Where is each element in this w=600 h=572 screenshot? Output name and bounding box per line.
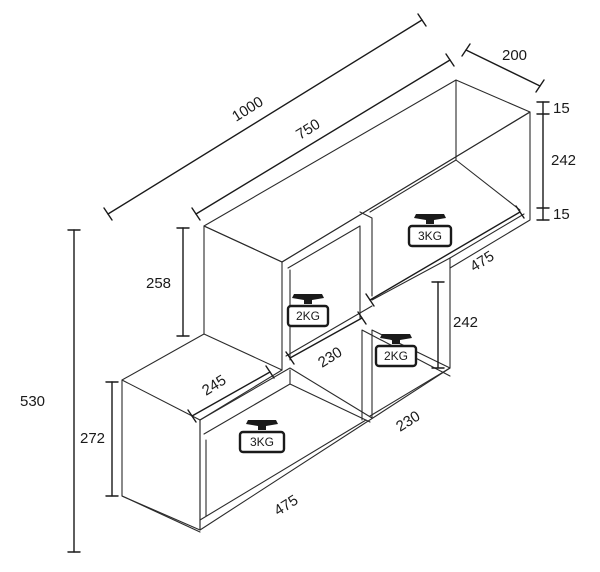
top-box-front-face <box>281 111 531 269</box>
dim-bottom-width: 475 <box>271 492 301 520</box>
dim-depth: 200 <box>502 47 527 64</box>
weight-icon-bottom: 3KG <box>238 420 286 454</box>
bottom-box-front-face <box>199 329 451 531</box>
dim-top-inner-width: 475 <box>467 248 497 276</box>
dim-lower-left-width: 245 <box>199 372 229 400</box>
dimension-labels: 1000 750 200 15 242 15 475 258 230 242 2… <box>20 47 576 519</box>
weight-label-bottom: 3KG <box>250 435 274 449</box>
bottom-box-top-face <box>121 333 283 421</box>
weight-icon-middle-left: 2KG <box>286 294 330 328</box>
weight-label-middle-left: 2KG <box>296 309 320 323</box>
dim-lower-mid-width: 230 <box>393 408 423 436</box>
dim-middle-height: 242 <box>453 314 478 331</box>
weight-label-top: 3KG <box>418 229 442 243</box>
dim-top-height: 242 <box>551 152 576 169</box>
weight-label-middle-right: 2KG <box>384 349 408 363</box>
dim-total-width: 1000 <box>229 93 266 125</box>
weight-icon-middle-right: 2KG <box>374 334 418 368</box>
dim-total-height: 530 <box>20 393 45 410</box>
dim-bottom-board: 15 <box>553 206 570 223</box>
weight-icon-top: 3KG <box>407 214 453 248</box>
dim-upper-left-height: 258 <box>146 275 171 292</box>
dim-middle-divider: 230 <box>315 344 345 372</box>
shelf-outline <box>121 79 531 533</box>
dim-bottom-height: 272 <box>80 430 105 447</box>
dim-top-board: 15 <box>553 100 570 117</box>
dimension-lines <box>67 13 550 553</box>
